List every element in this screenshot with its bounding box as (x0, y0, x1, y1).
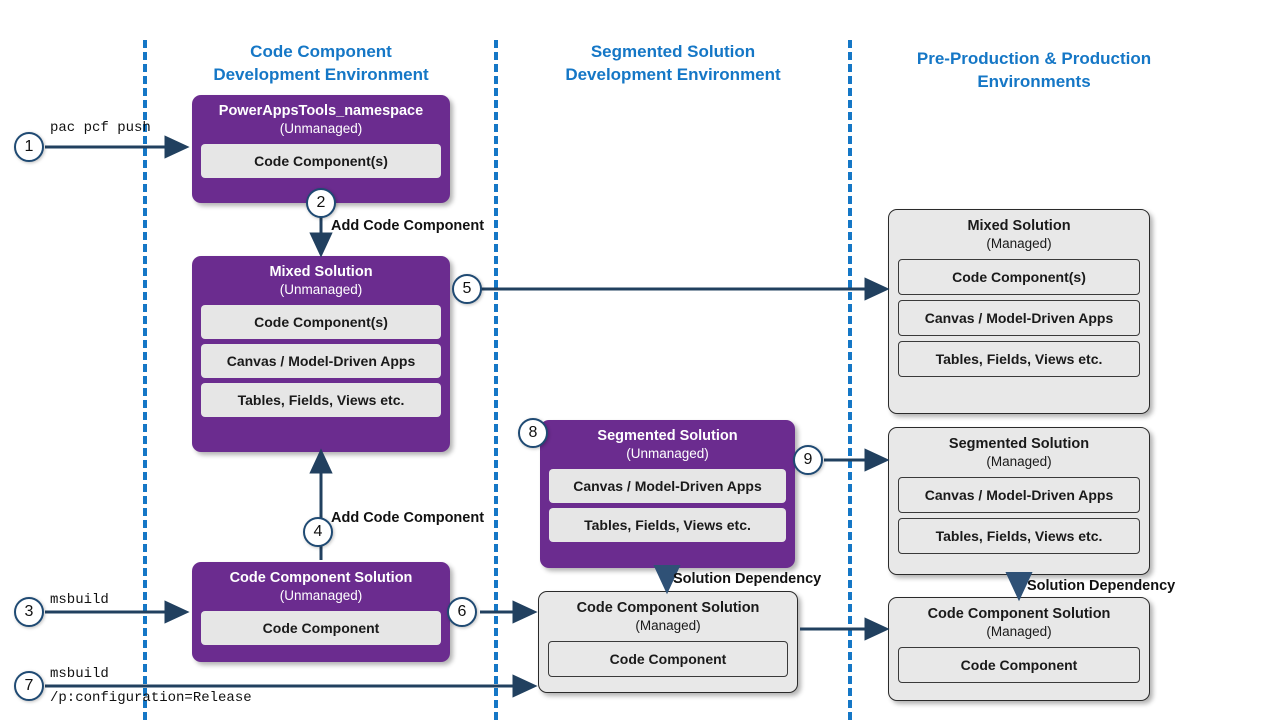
box-state-text: (Managed) (986, 624, 1052, 639)
box-title: Segmented Solution (Managed) (898, 435, 1140, 471)
step-badge-2[interactable]: 2 (306, 188, 336, 218)
lane-title-segmented-solution-dev: Segmented Solution Development Environme… (565, 42, 781, 84)
box-title-text: Code Component Solution (927, 606, 1111, 622)
step-badge-6[interactable]: 6 (447, 597, 477, 627)
chip-canvas-model-driven-apps[interactable]: Canvas / Model-Driven Apps (898, 300, 1140, 336)
chip-code-component[interactable]: Code Component (548, 641, 788, 677)
box-title: Mixed Solution (Unmanaged) (201, 263, 441, 299)
step-badge-3[interactable]: 3 (14, 597, 44, 627)
box-title: Code Component Solution (Managed) (898, 605, 1140, 641)
box-code-component-solution-managed-mid[interactable]: Code Component Solution (Managed) Code C… (538, 591, 798, 693)
chip-code-component[interactable]: Code Component (201, 611, 441, 645)
box-title: Mixed Solution (Managed) (898, 217, 1140, 253)
lane-title-preprod-prod: Pre-Production & Production Environments (916, 49, 1152, 91)
label-add-code-component-top: Add Code Component (331, 218, 485, 234)
label-msbuild-step7: msbuild (50, 666, 109, 682)
box-state-text: (Managed) (635, 618, 701, 633)
chip-tables-fields-views[interactable]: Tables, Fields, Views etc. (201, 383, 441, 417)
lane-divider-2 (494, 40, 498, 720)
box-state-text: (Unmanaged) (279, 121, 363, 136)
chip-tables-fields-views[interactable]: Tables, Fields, Views etc. (898, 341, 1140, 377)
box-state-text: (Managed) (986, 454, 1052, 469)
step-badge-4[interactable]: 4 (303, 517, 333, 547)
chip-tables-fields-views[interactable]: Tables, Fields, Views etc. (898, 518, 1140, 554)
label-solution-dependency-mid: Solution Dependency (673, 571, 822, 587)
lane-divider-3 (848, 40, 852, 720)
box-state-text: (Managed) (986, 236, 1052, 251)
box-state-text: (Unmanaged) (626, 446, 709, 461)
label-pac-pcf-push: pac pcf push (50, 120, 151, 136)
box-title-text: Code Component Solution (229, 570, 413, 586)
step-badge-7[interactable]: 7 (14, 671, 44, 701)
box-state-text: (Unmanaged) (279, 282, 363, 297)
box-title-text: Segmented Solution (948, 436, 1090, 452)
step-badge-1[interactable]: 1 (14, 132, 44, 162)
box-title-text: PowerAppsTools_namespace (218, 103, 424, 119)
chip-code-components[interactable]: Code Component(s) (201, 144, 441, 178)
box-title-text: Code Component Solution (576, 600, 760, 616)
step-badge-8[interactable]: 8 (518, 418, 548, 448)
step-badge-9[interactable]: 9 (793, 445, 823, 475)
box-title: PowerAppsTools_namespace (Unmanaged) (201, 102, 441, 138)
box-title: Code Component Solution (Unmanaged) (201, 569, 441, 605)
label-solution-dependency-right: Solution Dependency (1027, 578, 1176, 594)
label-msbuild-step3: msbuild (50, 592, 109, 608)
box-segmented-solution-managed[interactable]: Segmented Solution (Managed) Canvas / Mo… (888, 427, 1150, 575)
box-title: Code Component Solution (Managed) (548, 599, 788, 635)
chip-code-components[interactable]: Code Component(s) (898, 259, 1140, 295)
box-code-component-solution-managed-prod[interactable]: Code Component Solution (Managed) Code C… (888, 597, 1150, 701)
step-badge-5[interactable]: 5 (452, 274, 482, 304)
chip-code-component[interactable]: Code Component (898, 647, 1140, 683)
box-code-component-solution-unmanaged[interactable]: Code Component Solution (Unmanaged) Code… (192, 562, 450, 662)
box-mixed-solution-unmanaged[interactable]: Mixed Solution (Unmanaged) Code Componen… (192, 256, 450, 452)
box-title: Segmented Solution (Unmanaged) (549, 427, 786, 463)
chip-canvas-model-driven-apps[interactable]: Canvas / Model-Driven Apps (201, 344, 441, 378)
chip-tables-fields-views[interactable]: Tables, Fields, Views etc. (549, 508, 786, 542)
lane-divider-1 (143, 40, 147, 720)
box-segmented-solution-unmanaged[interactable]: Segmented Solution (Unmanaged) Canvas / … (540, 420, 795, 568)
lane-title-code-component-dev: Code Component Development Environment (213, 42, 429, 84)
box-mixed-solution-managed[interactable]: Mixed Solution (Managed) Code Component(… (888, 209, 1150, 414)
box-powerappstools-namespace[interactable]: PowerAppsTools_namespace (Unmanaged) Cod… (192, 95, 450, 203)
chip-code-components[interactable]: Code Component(s) (201, 305, 441, 339)
box-title-text: Segmented Solution (597, 428, 738, 444)
box-state-text: (Unmanaged) (279, 588, 363, 603)
chip-canvas-model-driven-apps[interactable]: Canvas / Model-Driven Apps (898, 477, 1140, 513)
box-title-text: Mixed Solution (269, 264, 373, 280)
label-msbuild-step7-args: /p:configuration=Release (50, 690, 252, 706)
box-title-text: Mixed Solution (967, 218, 1071, 234)
label-add-code-component-bottom: Add Code Component (331, 510, 485, 526)
chip-canvas-model-driven-apps[interactable]: Canvas / Model-Driven Apps (549, 469, 786, 503)
